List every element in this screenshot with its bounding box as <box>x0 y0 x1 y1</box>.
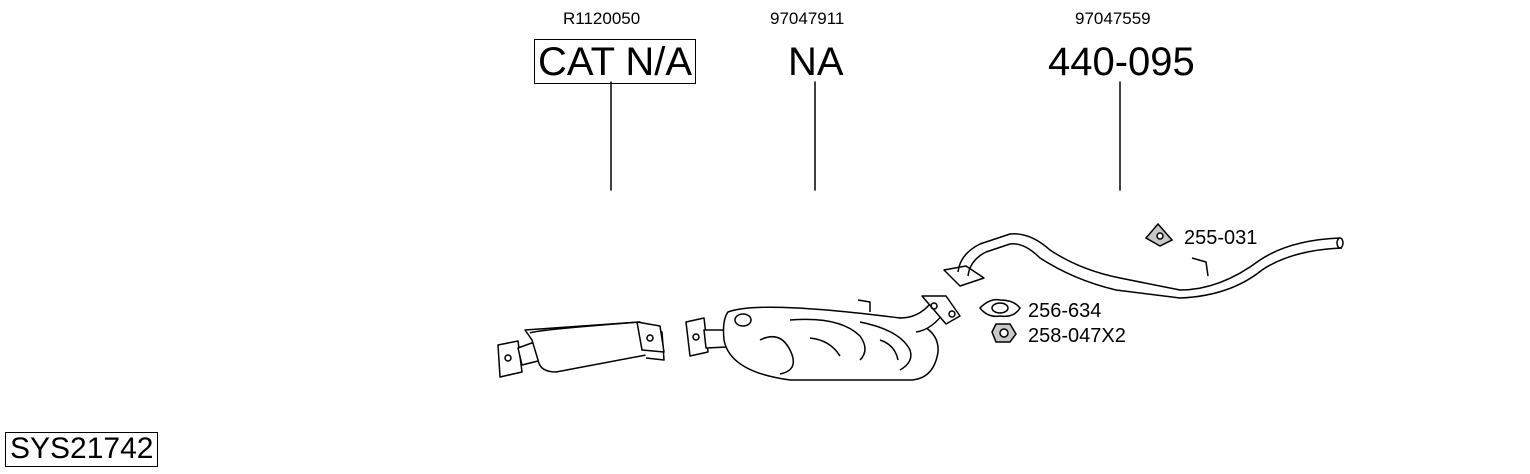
nut-icon <box>991 323 1017 343</box>
part-ref-3: 97047559 <box>1075 9 1151 28</box>
part-code-1[interactable]: CAT N/A <box>534 39 697 84</box>
accessory-code-gasket[interactable]: 256-634 <box>1028 300 1102 322</box>
accessory-code-nut[interactable]: 258-047X2 <box>1028 325 1126 347</box>
catalytic-converter <box>497 321 665 378</box>
part-code-3[interactable]: 440-095 <box>1048 40 1195 84</box>
system-id-label: SYS21742 <box>5 432 159 467</box>
rear-pipe <box>943 233 1344 299</box>
part-code-2[interactable]: NA <box>788 40 844 84</box>
part-ref-1: R1120050 <box>563 9 641 28</box>
part-ref-2: 97047911 <box>770 9 845 28</box>
rubber-hanger-icon <box>1144 222 1174 247</box>
accessory-code-hanger[interactable]: 255-031 <box>1184 227 1258 249</box>
middle-silencer <box>685 295 961 381</box>
gasket-icon <box>978 298 1021 318</box>
